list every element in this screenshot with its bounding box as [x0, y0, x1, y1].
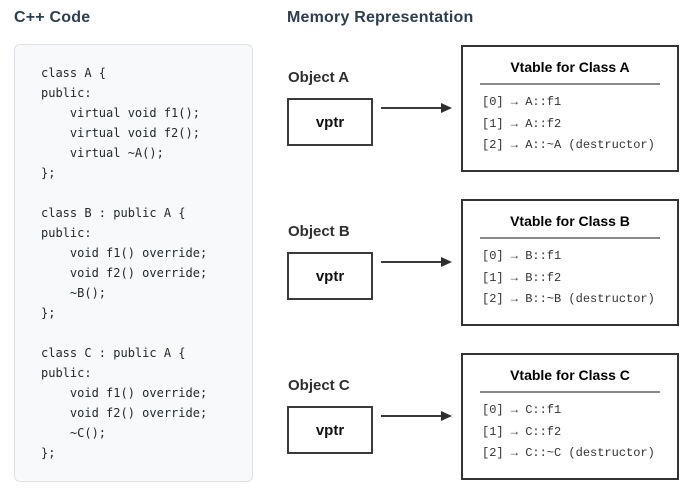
vtable-row: [2] → B::~B (destructor) [482, 292, 655, 306]
arrow-head-icon [441, 103, 452, 113]
vtable-row: [0] → B::f1 [482, 249, 562, 263]
vtable-row: [2] → C::~C (destructor) [482, 446, 655, 460]
vtable-divider [480, 237, 660, 239]
vtable-rows: [0] → A::f1 [1] → A::f2 [2] → A::~A (des… [463, 92, 677, 157]
vtable-title: Vtable for Class A [510, 59, 630, 75]
vptr-arrow-c [381, 410, 453, 422]
vtable-row: [1] → A::f2 [482, 116, 562, 131]
vtable-box-a: Vtable for Class A [0] → A::f1 [1] → A::… [461, 45, 679, 172]
vtable-row: [1] → C::f2 [482, 424, 562, 439]
object-a-section: Object A vptr Vtable for Class A [0] → A… [287, 45, 680, 175]
arrow-line [381, 107, 441, 109]
vtable-divider [480, 391, 660, 393]
vtable-row: [1] → B::f2 [482, 270, 562, 285]
code-block: class A { public: virtual void f1(); vir… [41, 66, 208, 460]
object-c-label: Object C [288, 377, 350, 394]
vtable-row: [0] → C::f1 [482, 403, 562, 417]
cpp-code-heading: C++ Code [14, 9, 91, 26]
vtable-divider [480, 83, 660, 85]
arrow-line [381, 415, 441, 417]
vtable-box-c: Vtable for Class C [0] → C::f1 [1] → C::… [461, 353, 679, 480]
arrow-head-icon [441, 411, 452, 421]
object-a-label: Object A [288, 69, 350, 86]
arrow-head-icon [441, 257, 452, 267]
object-b-label: Object B [288, 223, 350, 240]
memory-representation-heading: Memory Representation [287, 9, 474, 26]
vptr-box-a: vptr [287, 98, 373, 146]
vptr-box-b: vptr [287, 252, 373, 300]
vptr-arrow-b [381, 256, 453, 268]
vptr-box-c: vptr [287, 406, 373, 454]
vtable-rows: [0] → C::f1 [1] → C::f2 [2] → C::~C (des… [463, 400, 677, 465]
vtable-row: [0] → A::f1 [482, 95, 562, 109]
object-c-section: Object C vptr Vtable for Class C [0] → C… [287, 353, 680, 483]
vtable-rows: [0] → B::f1 [1] → B::f2 [2] → B::~B (des… [463, 246, 677, 311]
vtable-box-b: Vtable for Class B [0] → B::f1 [1] → B::… [461, 199, 679, 326]
code-panel: class A { public: virtual void f1(); vir… [14, 44, 253, 482]
arrow-line [381, 261, 441, 263]
vtable-row: [2] → A::~A (destructor) [482, 138, 655, 152]
object-b-section: Object B vptr Vtable for Class B [0] → B… [287, 199, 680, 329]
vtable-title: Vtable for Class B [510, 213, 630, 229]
vptr-arrow-a [381, 102, 453, 114]
vtable-title: Vtable for Class C [510, 367, 630, 383]
